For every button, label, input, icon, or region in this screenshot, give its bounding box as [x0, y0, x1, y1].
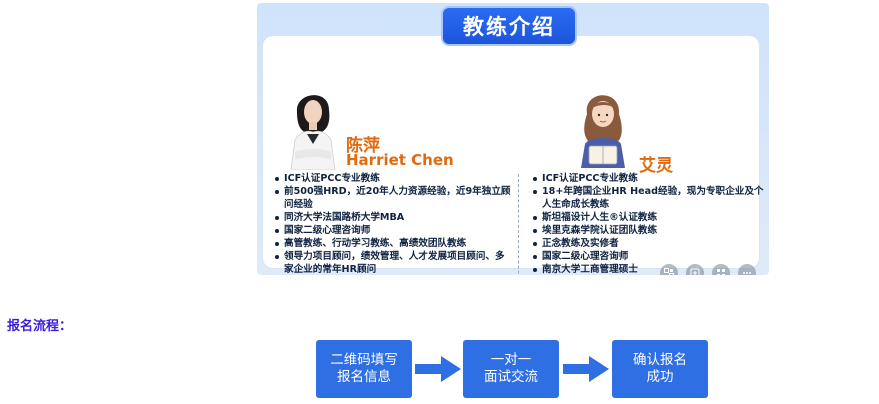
registration-flow: 二维码填写 报名信息 一对一 面试交流 确认报名 成功: [316, 340, 716, 398]
image-action-icons: [660, 264, 756, 275]
bullet-item: ICF认证PCC专业教练: [531, 172, 767, 185]
flow-step-3: 确认报名 成功: [612, 340, 708, 398]
bullet-item: 高管教练、行动学习教练、高绩效团队教练: [273, 237, 513, 250]
flow-arrow-icon: [563, 356, 609, 382]
bullet-item: 埃里克森学院认证团队教练: [531, 224, 767, 237]
save-icon[interactable]: [686, 264, 704, 275]
coach-ai-bullets: ICF认证PCC专业教练 18+年跨国企业HR Head经验，现为专职企业及个人…: [531, 172, 767, 275]
coach-name-chen-en: Harriet Chen: [346, 151, 454, 169]
flow-step-2-line1: 一对一: [490, 352, 532, 368]
bullet-item: ICF认证PCC专业教练: [273, 172, 513, 185]
flow-step-3-line1: 确认报名: [633, 352, 687, 368]
coach-name-chen-cn: 陈萍: [346, 136, 380, 156]
bullet-item: 前500强HRD，近20年人力资源经验，近9年独立顾问经验: [273, 185, 513, 211]
registration-label: 报名流程：: [7, 319, 73, 334]
coach-portrait-ai: [581, 95, 625, 168]
qr-icon[interactable]: [660, 264, 678, 275]
flow-step-3-line2: 成功: [646, 369, 674, 385]
bullet-item: 国家二级心理咨询师: [531, 250, 767, 263]
bullet-item: 18+年跨国企业HR Head经验，现为专职企业及个人生命成长教练: [531, 185, 767, 211]
flow-step-1: 二维码填写 报名信息: [316, 340, 412, 398]
bullet-item: 国家二级心理咨询师: [273, 224, 513, 237]
coach-intro-card: 教练介绍 陈萍 Harriet Chen: [257, 3, 769, 275]
flow-step-2: 一对一 面试交流: [463, 340, 559, 398]
coach-chen-bullets: ICF认证PCC专业教练 前500强HRD，近20年人力资源经验，近9年独立顾问…: [273, 172, 513, 275]
bullet-item: 南京大学工商管理硕士: [531, 263, 767, 275]
flow-step-1-line2: 报名信息: [337, 369, 391, 385]
flow-step-1-line1: 二维码填写: [330, 352, 398, 368]
grid-icon[interactable]: [712, 264, 730, 275]
flow-step-2-line2: 面试交流: [484, 369, 538, 385]
card-title: 教练介绍: [441, 6, 577, 46]
flow-arrow-icon: [415, 356, 461, 382]
bullet-item: 同济大学法国路桥大学MBA: [273, 211, 513, 224]
card-body: 陈萍 Harriet Chen 艾灵 ICF认证PCC专业教练 前500强HRD…: [263, 36, 764, 275]
bullet-item: 正念教练及实修者: [531, 237, 767, 250]
coach-portrait-chen: [290, 95, 336, 170]
more-icon[interactable]: [738, 264, 756, 275]
bullet-item: 斯坦福设计人生®认证教练: [531, 211, 767, 224]
coach-divider: [518, 174, 519, 275]
coach-name-ai-cn: 艾灵: [639, 156, 673, 176]
bullet-item: 领导力项目顾问，绩效管理、人才发展项目顾问、多家企业的常年HR顾问: [273, 250, 513, 275]
